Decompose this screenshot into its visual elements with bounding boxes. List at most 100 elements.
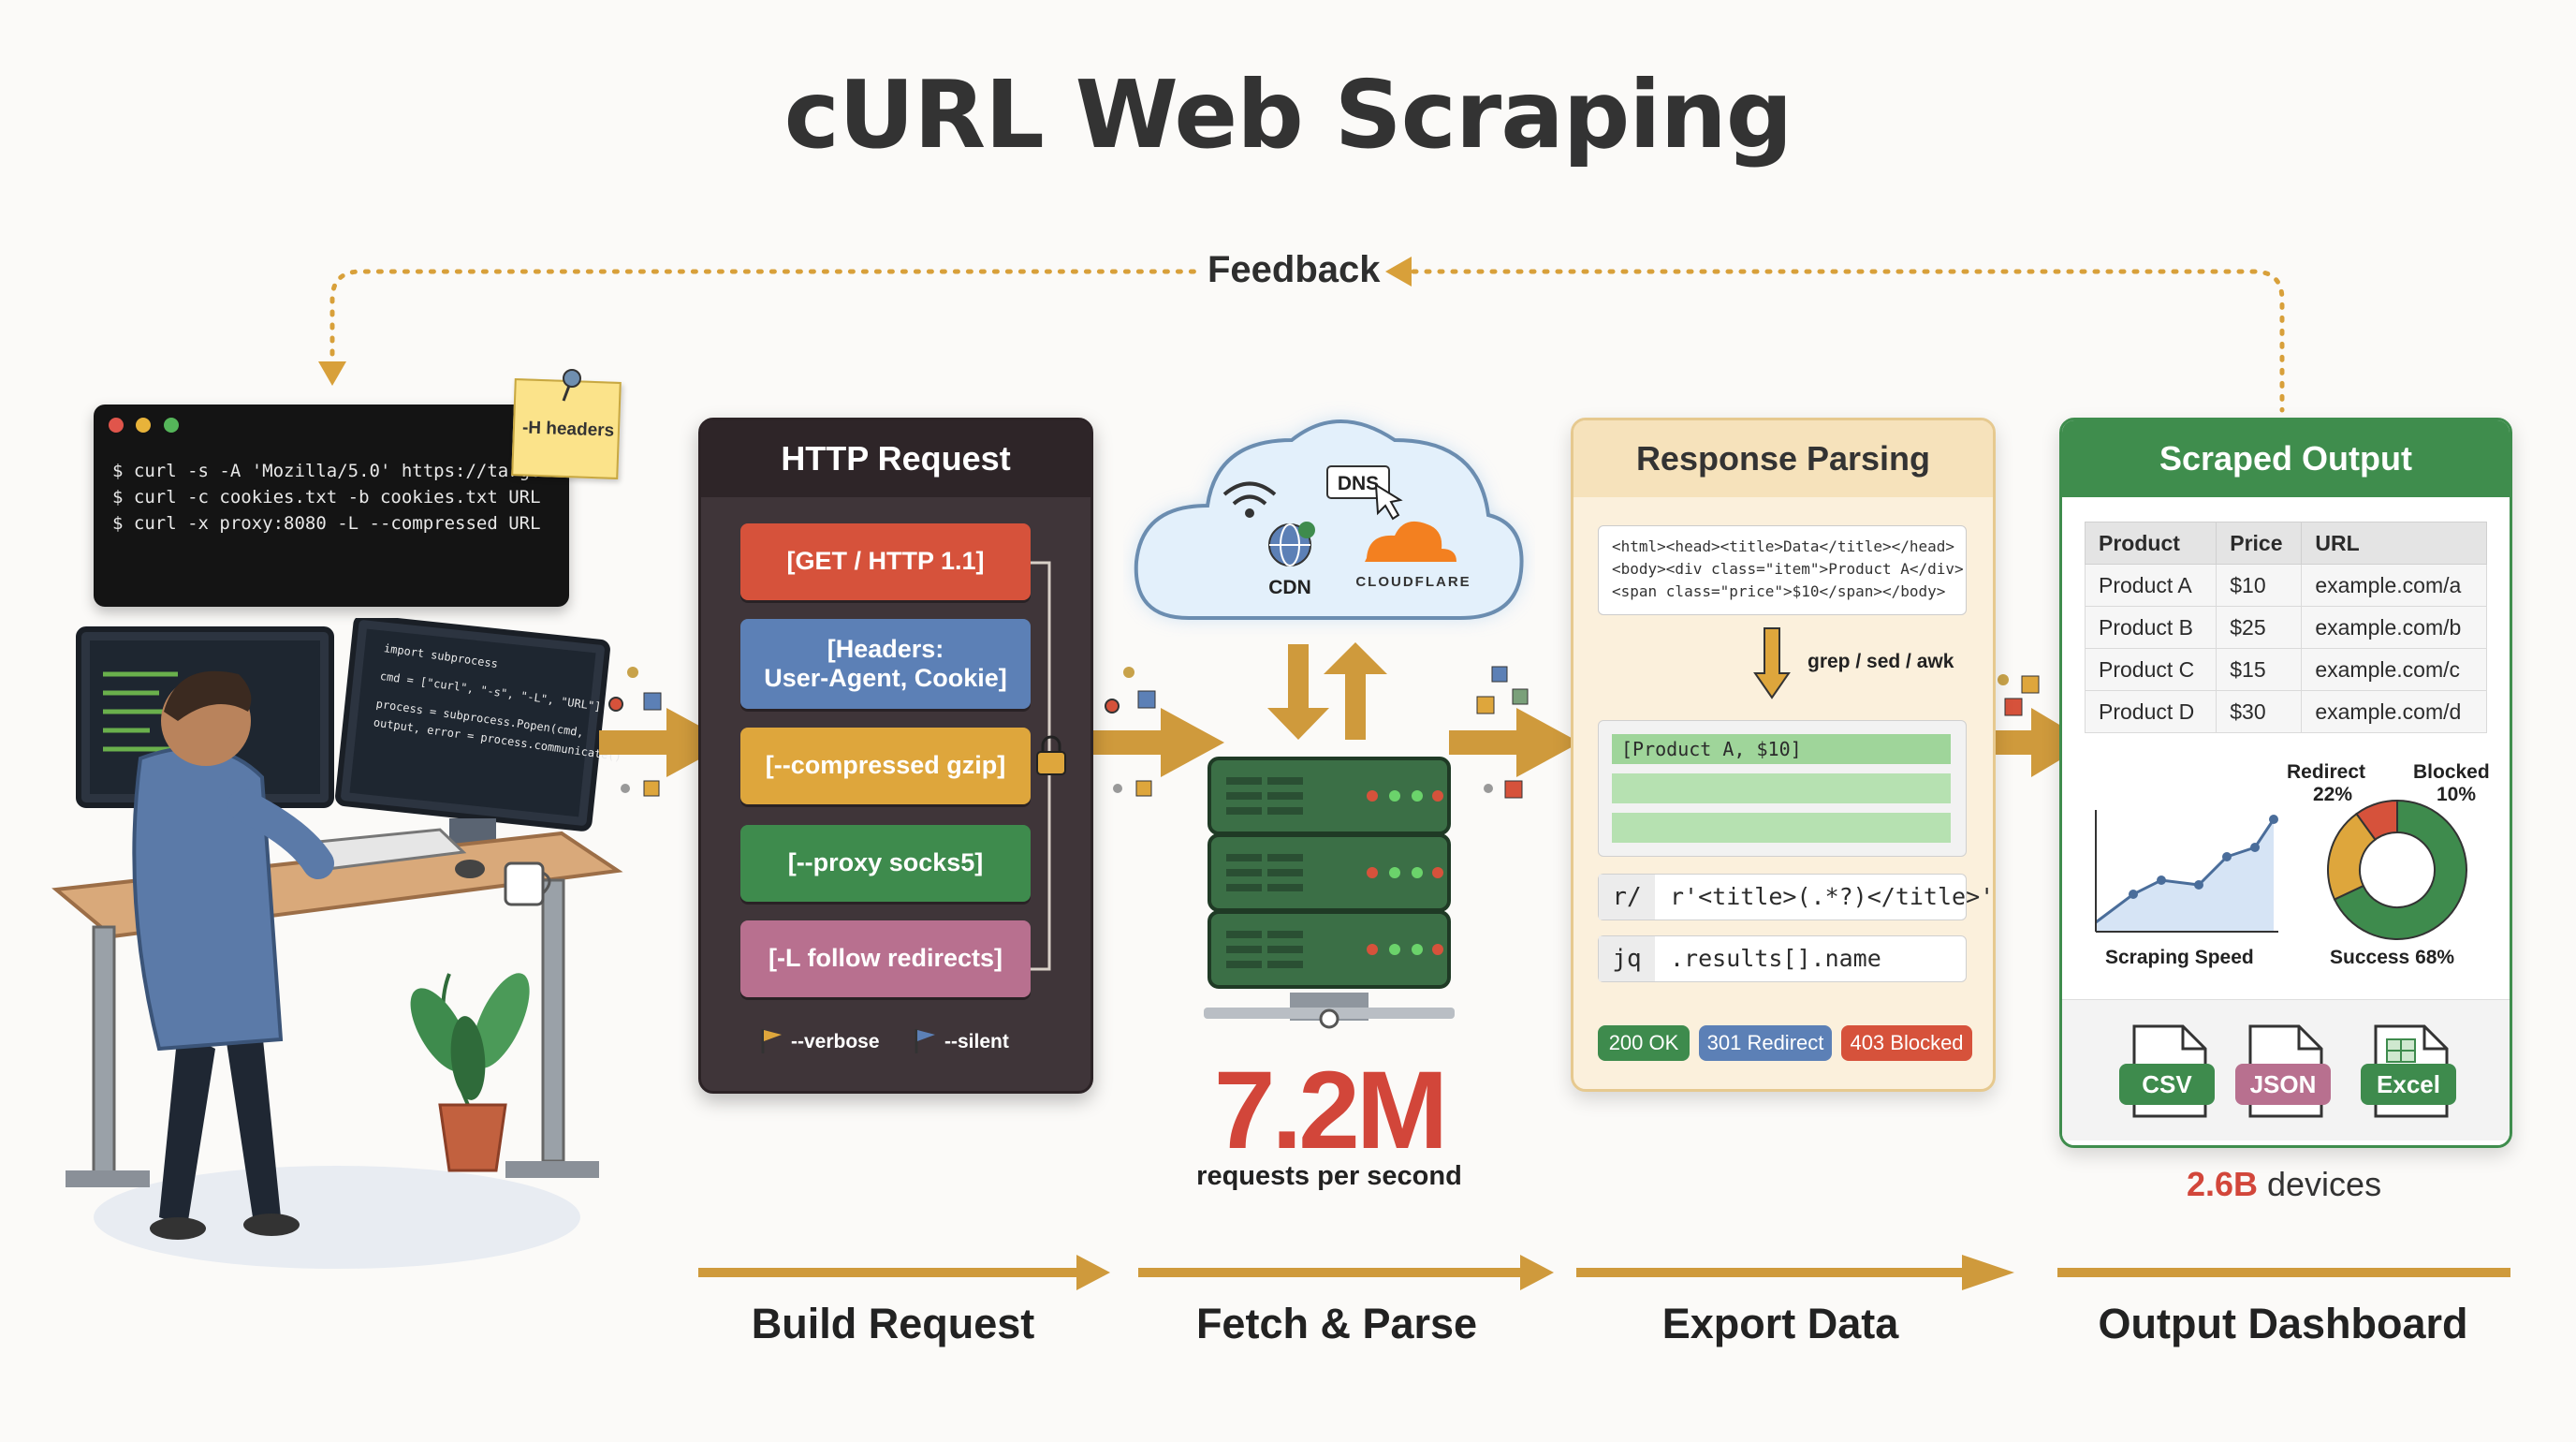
data-point xyxy=(2129,890,2138,899)
status-badge: 403 Blocked xyxy=(1841,1025,1972,1061)
flag-icon xyxy=(761,1029,782,1053)
right-monitor: import subprocess cmd = ["curl", "-s", "… xyxy=(335,618,622,869)
close-dot-icon xyxy=(109,418,124,433)
globe-icon xyxy=(1268,522,1315,566)
html-snippet: <html><head><title>Data</title></head> <… xyxy=(1598,525,1967,615)
http-request-panel: HTTP Request [GET / HTTP 1.1] [Headers: … xyxy=(698,418,1093,1094)
server-rack-icon xyxy=(1204,757,1455,1029)
cursor-icon xyxy=(1374,483,1403,521)
table-cell: example.com/d xyxy=(2301,690,2487,733)
phase-output-dashboard: Output Dashboard xyxy=(2098,1300,2468,1347)
terminal-line: $ curl -x proxy:8080 -L --compressed URL xyxy=(112,513,541,534)
arrow-up-icon xyxy=(1324,642,1387,740)
table-header-row: Product Price URL xyxy=(2084,522,2487,565)
server-unit xyxy=(1208,757,1451,835)
status-donut-chart xyxy=(2327,799,2467,940)
lock-icon xyxy=(1036,735,1066,775)
arrow-down-icon xyxy=(1753,627,1791,699)
phase-arrow xyxy=(1138,1255,1554,1290)
step-follow-redirects: [-L follow redirects] xyxy=(740,920,1031,997)
mouse xyxy=(455,860,485,878)
phase-arrow xyxy=(2057,1268,2510,1277)
flag-icon xyxy=(915,1029,935,1053)
file-label: JSON xyxy=(2235,1064,2331,1105)
arrow-right-icon xyxy=(1093,708,1224,777)
table-cell: Product A xyxy=(2084,564,2217,607)
excel-file-icon: Excel xyxy=(2361,1024,2456,1118)
terminal-line: $ curl -c cookies.txt -b cookies.txt URL xyxy=(112,487,541,508)
data-point xyxy=(2269,815,2278,824)
file-label: Excel xyxy=(2361,1064,2456,1105)
html-line: <body><div class="item">Product A</div> xyxy=(1612,560,1964,578)
status-badge: 200 OK xyxy=(1598,1025,1690,1061)
cloud-network: CDN DNS CLOUDFLARE xyxy=(1134,419,1524,620)
donut-label-redirect-pct: 22% xyxy=(2313,784,2353,805)
step-get-method: [GET / HTTP 1.1] xyxy=(740,523,1031,600)
devices-label: devices xyxy=(2267,1165,2382,1203)
table-cell: example.com/c xyxy=(2301,648,2487,691)
phase-export-data: Export Data xyxy=(1661,1300,1899,1347)
cdn-label: CDN xyxy=(1268,577,1311,598)
regex-prefix: r/ xyxy=(1599,875,1655,920)
page-title: cURL Web Scraping xyxy=(783,60,1793,169)
cloudflare-logo: CLOUDFLARE xyxy=(1355,521,1471,590)
wifi-icon xyxy=(1222,481,1277,518)
extracted-row xyxy=(1612,813,1951,843)
file-label: CSV xyxy=(2119,1064,2215,1105)
terminal-window: $ curl -s -A 'Mozilla/5.0' https://targe… xyxy=(94,405,583,607)
table-cell: Product D xyxy=(2084,690,2217,733)
requests-stat-label: requests per second xyxy=(1196,1161,1462,1191)
extracted-results: [Product A, $10] xyxy=(1598,720,1967,857)
donut-label-success: Success 68% xyxy=(2330,947,2455,968)
json-file-icon: JSON xyxy=(2235,1024,2331,1118)
data-point xyxy=(2250,843,2260,852)
table-cell: $15 xyxy=(2216,648,2303,691)
table-cell: Product C xyxy=(2084,648,2217,691)
area-fill xyxy=(2096,819,2274,932)
server-unit xyxy=(1208,833,1451,912)
table-cell: $10 xyxy=(2216,564,2303,607)
scraping-speed-chart xyxy=(2095,810,2278,933)
csv-file-icon: CSV xyxy=(2119,1024,2215,1118)
column-header: Price xyxy=(2216,522,2303,565)
phase-build-request: Build Request xyxy=(751,1300,1035,1347)
flag-silent: --silent xyxy=(944,1031,1009,1052)
table-cell: example.com/a xyxy=(2301,564,2487,607)
regex-row: r/ r'<title>(.*?)</title>' xyxy=(1598,874,1993,920)
jq-row: jq .results[].name xyxy=(1598,935,1967,982)
donut-label-redirect: Redirect xyxy=(2287,761,2366,783)
step-headers: [Headers: User-Agent, Cookie] xyxy=(740,619,1031,709)
parse-tools-label: grep / sed / awk xyxy=(1808,651,1954,672)
arrow-down-icon xyxy=(1267,644,1329,740)
extracted-row: [Product A, $10] xyxy=(1612,734,1951,764)
donut-label-blocked-pct: 10% xyxy=(2437,784,2477,805)
response-parsing-title: Response Parsing xyxy=(1573,420,1993,497)
server-unit xyxy=(1208,910,1451,989)
extracted-row xyxy=(1612,773,1951,803)
feedback-label: Feedback xyxy=(1208,249,1381,290)
pushpin-icon xyxy=(562,369,581,402)
response-parsing-panel: Response Parsing <html><head><title>Data… xyxy=(1571,418,1996,1092)
decorative-bits xyxy=(608,666,2040,799)
data-point xyxy=(2194,880,2203,890)
table-cell: example.com/b xyxy=(2301,606,2487,649)
regex-pattern: r'<title>(.*?)</title>' xyxy=(1670,883,1995,910)
svg-text:CLOUDFLARE: CLOUDFLARE xyxy=(1355,574,1471,590)
donut-slice-success xyxy=(2333,799,2467,940)
html-line: <html><head><title>Data</title></head> xyxy=(1612,537,1955,555)
jq-expression: .results[].name xyxy=(1670,945,1881,972)
feedback-arrowhead-down xyxy=(318,361,346,386)
devices-value: 2.6B xyxy=(2186,1165,2258,1203)
column-header: Product xyxy=(2084,522,2217,565)
data-point xyxy=(2157,876,2166,885)
phase-fetch-parse: Fetch & Parse xyxy=(1195,1300,1478,1347)
coffee-mug-icon xyxy=(504,861,551,906)
line-chart-label: Scraping Speed xyxy=(2105,947,2254,968)
